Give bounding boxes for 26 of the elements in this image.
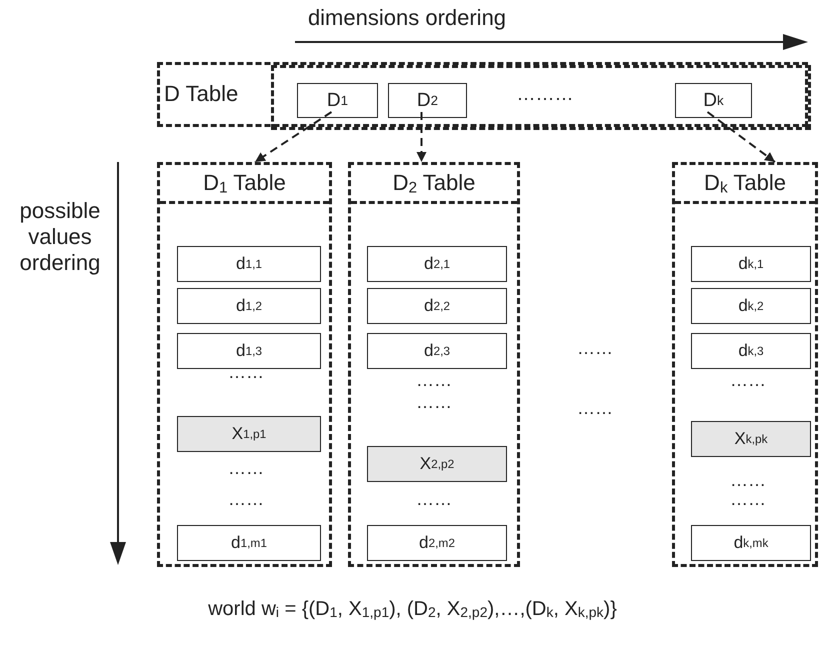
ellipsis-dots: …… <box>730 470 766 490</box>
ellipsis-dots: …… <box>228 488 264 510</box>
table-heading: D$_{k}$ Table <box>675 165 815 204</box>
ellipsis-dots: …… <box>416 370 452 390</box>
ellipsis-dots: ……… <box>516 84 574 106</box>
table-heading: D$_{2}$ Table <box>351 165 517 204</box>
ellipsis-dots: …… <box>577 398 613 418</box>
arrow <box>706 111 776 163</box>
table-band <box>157 62 808 127</box>
table-column <box>157 162 332 567</box>
axis-label: possible values ordering <box>18 198 102 276</box>
caption: world w$_{i}$ = {(D$_{1}$, X$_{1,p1}$), (D$_{2}$, X$_{2,p2}$),…,(D$_{k}$, X$_{k,pk}$)} <box>207 598 618 621</box>
ellipsis-dots: …… <box>416 392 452 412</box>
axis-label: dimensions ordering <box>308 5 506 31</box>
ellipsis-dots: …… <box>577 338 613 358</box>
ellipsis-dots: …… <box>730 370 766 390</box>
ellipsis-dots: …… <box>228 458 264 478</box>
arrow <box>254 111 332 163</box>
table-column <box>348 162 520 567</box>
ellipsis-dots: …… <box>416 488 452 510</box>
table-heading: D$_{1}$ Table <box>160 165 329 204</box>
ellipsis-dots: …… <box>730 488 766 510</box>
arrow <box>416 112 426 162</box>
table-column <box>672 162 818 567</box>
table-heading: D Table <box>164 81 238 107</box>
dashed-box <box>271 65 811 130</box>
